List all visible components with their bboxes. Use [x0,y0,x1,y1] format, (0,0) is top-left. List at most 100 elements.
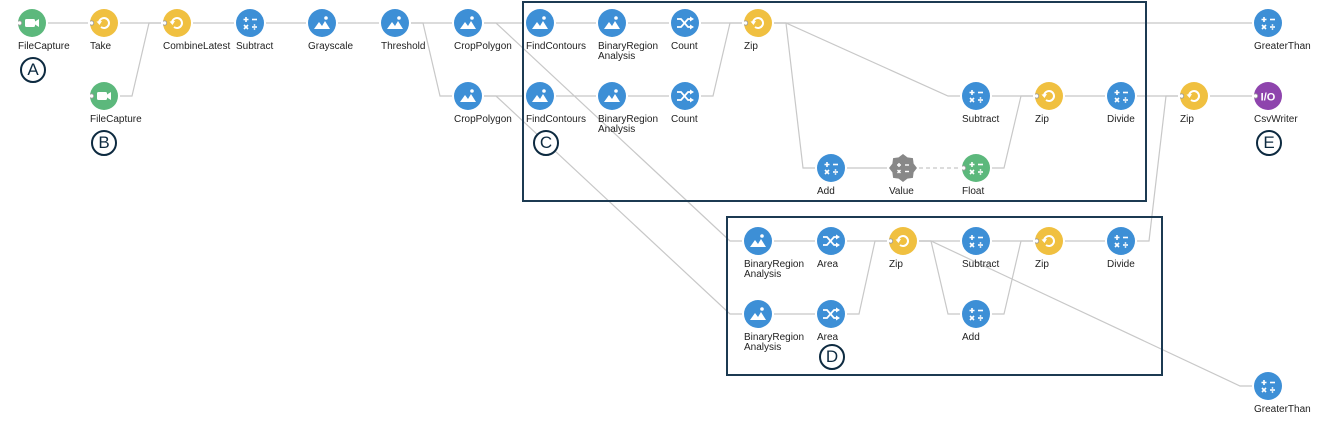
shuffle-icon [671,82,699,110]
node-findcontours[interactable] [526,9,554,37]
node-label: Float [962,186,985,197]
node-divide[interactable] [1107,82,1135,110]
edge-layer [48,22,1252,387]
gear-arithmetic-icon [889,154,917,182]
node-label: Zip [889,259,903,270]
node-threshold[interactable] [381,9,409,37]
node-label: CropPolygon [454,41,512,52]
connection-edge [484,95,742,315]
marker-c: C [533,130,559,156]
connection-edge [919,240,1252,387]
shuffle-icon [817,300,845,328]
node-zip[interactable] [1035,82,1063,110]
arithmetic-icon [817,154,845,182]
image-icon [308,9,336,37]
node-label: Add [962,332,980,343]
node-value[interactable] [889,154,917,182]
node-label: BinaryRegion Analysis [598,114,659,135]
shuffle-icon [817,227,845,255]
node-area[interactable] [817,227,845,255]
node-label: Count [671,114,698,125]
node-filecapture[interactable] [90,82,118,110]
node-label: Area [817,332,839,343]
connection-edge [992,95,1033,169]
node-label: FindContours [526,41,587,52]
camera-icon [90,82,118,110]
node-label: Count [671,41,698,52]
connection-edge [411,22,452,97]
node-binaryregion-analysis[interactable] [744,227,772,255]
node-label: Subtract [962,114,1000,125]
cycle-icon [163,9,191,37]
node-zip[interactable] [1180,82,1208,110]
arithmetic-icon [962,154,990,182]
node-subtract[interactable] [962,227,990,255]
node-croppolygon[interactable] [454,9,482,37]
node-label: Take [90,41,112,52]
arithmetic-icon [1107,227,1135,255]
cycle-icon [90,9,118,37]
marker-d: D [819,344,845,370]
cycle-icon [1035,82,1063,110]
image-icon [454,82,482,110]
cycle-icon [1180,82,1208,110]
node-label: FileCapture [18,41,70,52]
marker-a: A [20,57,46,83]
node-zip[interactable] [744,9,772,37]
node-label: Zip [1035,259,1049,270]
node-combinelatest[interactable] [163,9,191,37]
node-croppolygon[interactable] [454,82,482,110]
node-grayscale[interactable] [308,9,336,37]
connection-edge [701,22,742,97]
arithmetic-icon [962,227,990,255]
node-count[interactable] [671,9,699,37]
connection-edge [847,240,887,315]
node-label: Zip [744,41,758,52]
image-icon [598,9,626,37]
node-binaryregion-analysis[interactable] [744,300,772,328]
node-label: CombineLatest [163,41,231,52]
io-icon: I/O [1254,82,1282,110]
node-greaterthan[interactable] [1254,372,1282,400]
node-label: CsvWriter [1254,114,1298,125]
node-area[interactable] [817,300,845,328]
node-label: FileCapture [90,114,142,125]
image-icon [598,82,626,110]
image-icon [744,227,772,255]
image-icon [744,300,772,328]
svg-text:I/O: I/O [1261,92,1276,104]
node-csvwriter[interactable]: I/O [1254,82,1282,110]
node-label: Threshold [381,41,426,52]
node-float[interactable] [962,154,990,182]
shuffle-icon [671,9,699,37]
node-subtract[interactable] [962,82,990,110]
marker-e: E [1256,130,1282,156]
node-label: BinaryRegion Analysis [598,41,659,62]
arithmetic-icon [962,300,990,328]
node-add[interactable] [817,154,845,182]
node-zip[interactable] [1035,227,1063,255]
connection-edge [1137,95,1178,242]
node-binaryregion-analysis[interactable] [598,82,626,110]
node-label: CropPolygon [454,114,512,125]
node-label: Value [889,186,914,197]
node-label: Add [817,186,835,197]
node-divide[interactable] [1107,227,1135,255]
node-subtract[interactable] [236,9,264,37]
node-label: GreaterThan [1254,41,1311,52]
node-findcontours[interactable] [526,82,554,110]
node-label: Area [817,259,839,270]
group-box [522,1,1147,202]
node-filecapture[interactable] [18,9,46,37]
node-count[interactable] [671,82,699,110]
node-label: BinaryRegion Analysis [744,259,805,280]
node-binaryregion-analysis[interactable] [598,9,626,37]
node-label: Divide [1107,114,1135,125]
node-take[interactable] [90,9,118,37]
node-greaterthan[interactable] [1254,9,1282,37]
node-label: Grayscale [308,41,354,52]
node-add[interactable] [962,300,990,328]
node-zip[interactable] [889,227,917,255]
marker-b: B [91,130,117,156]
